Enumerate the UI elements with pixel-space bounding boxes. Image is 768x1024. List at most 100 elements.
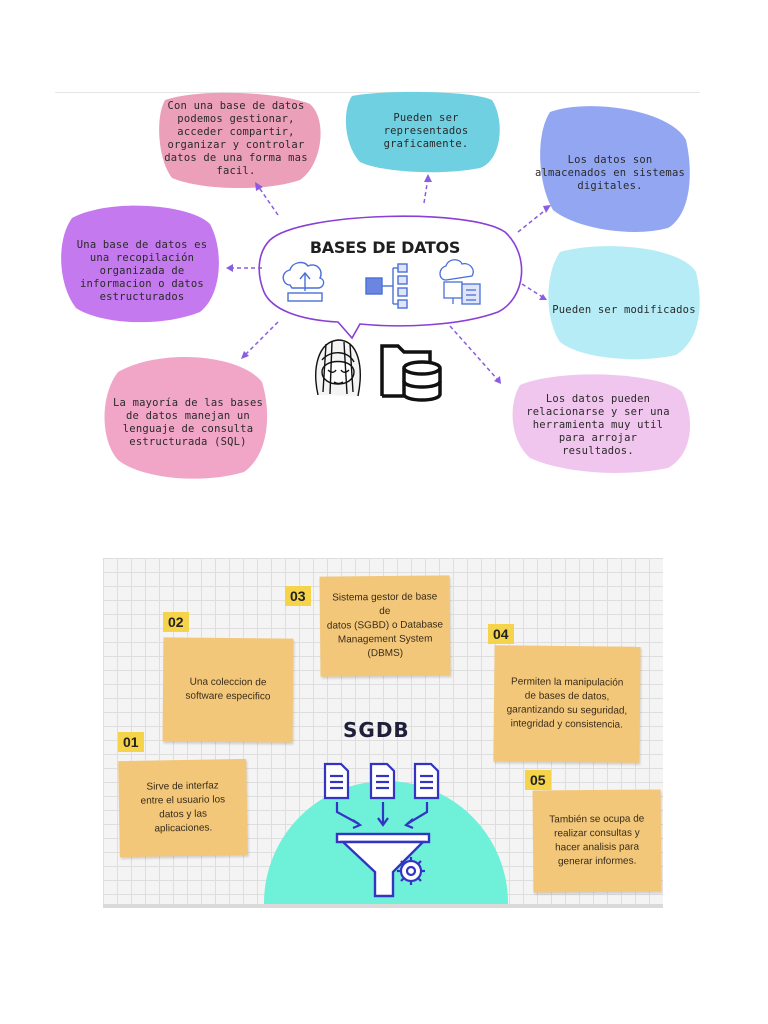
text-line: facil.	[216, 165, 256, 177]
text-line: También se ocupa de	[549, 813, 645, 826]
text-line: Permiten la manipulación	[511, 676, 624, 689]
funnel-icon	[335, 832, 431, 898]
arrow-to-relacionarse	[449, 325, 499, 381]
arrowhead-sql	[241, 351, 249, 359]
text-line: herramienta muy util	[532, 418, 664, 431]
badge-05: 05	[525, 770, 551, 790]
blob-shape-almacenados	[540, 106, 690, 232]
arrow-to-gestionar	[257, 185, 279, 216]
arrowhead-gestionar	[255, 182, 263, 191]
badge-01: 01	[118, 732, 144, 752]
text-line: Sistema gestor de base de	[332, 591, 438, 618]
text-line: estructurada (SQL)	[129, 436, 247, 448]
document-icon	[323, 762, 350, 800]
text-line: datos de una forma mas	[164, 152, 308, 164]
text-line: almacenados en sistemas	[535, 166, 685, 179]
text-line: una recopilación	[89, 251, 195, 264]
text-block: Pueden ser modificados	[552, 304, 695, 317]
cloud-server-icon	[439, 259, 481, 305]
text-line: organizar y controlar	[167, 139, 305, 151]
text-line: garantizando su seguridad,	[506, 704, 628, 717]
text-line: representados	[383, 124, 469, 137]
text-line: de datos manejan un	[126, 410, 250, 422]
text-line: podemos gestionar,	[177, 113, 295, 125]
arrowhead-relacionarse	[494, 376, 501, 384]
text-line: generar informes.	[557, 855, 637, 868]
blob-shape-recopilacion	[61, 205, 219, 323]
text-line: realizar consultas y	[554, 827, 640, 840]
arrow-to-graficamente	[423, 177, 429, 204]
sgdb-title: SGDB	[343, 718, 410, 742]
text-line: Con una base de datos	[167, 100, 305, 112]
blob-shape-graficamente	[345, 91, 500, 173]
text-line: Pueden ser	[393, 111, 459, 124]
gear-icon	[397, 857, 425, 885]
blob-shape-modificados	[548, 246, 700, 360]
document-icon	[369, 762, 396, 800]
bottom-strip	[103, 904, 663, 908]
arrowhead-recopilacion	[226, 264, 233, 272]
text-line: Pueden ser modificados	[552, 303, 696, 316]
blob-modificados: Pueden ser modificados	[548, 300, 700, 320]
database-network-icon	[365, 263, 408, 309]
text-line: datos (SGBD) o Database	[326, 619, 444, 632]
text-line: software especifico	[185, 690, 271, 703]
text-line: Los datos son	[567, 153, 653, 166]
text-line: digitales.	[577, 179, 643, 192]
text-line: lenguaje de consulta	[122, 423, 254, 435]
central-speech-bubble	[258, 215, 523, 340]
arrowhead-graficamente	[424, 174, 432, 182]
arrow-to-sql	[243, 321, 279, 357]
text-line: informacion o datos	[80, 277, 204, 290]
girl-face-icon	[315, 339, 361, 397]
arrowhead-almacenados	[543, 205, 551, 213]
blob-shape-sql	[104, 357, 268, 479]
blob-shape-gestionar	[159, 92, 321, 189]
top-divider	[55, 92, 700, 93]
text-line: para arrojar	[558, 431, 638, 444]
text-line: integridad y consistencia.	[510, 718, 623, 731]
document-icon	[413, 762, 440, 800]
arrow-to-modificados	[521, 283, 545, 299]
text-line: estructurados	[99, 290, 185, 303]
text-line: Management System	[337, 633, 433, 646]
text-line: La mayoría de las bases	[113, 397, 263, 409]
text-line: graficamente.	[383, 137, 469, 150]
arrow-to-almacenados	[517, 207, 549, 233]
blob-shape-relacionarse	[512, 374, 691, 473]
center-title: BASES DE DATOS	[309, 238, 461, 257]
text-line: (DBMS)	[367, 647, 404, 660]
folder-database-icon	[380, 344, 442, 402]
text-line: Una coleccion de	[189, 676, 267, 689]
text-line: relacionarse y ser una	[526, 405, 670, 418]
badge-03: 03	[285, 586, 311, 606]
text-line: aplicaciones.	[154, 822, 213, 835]
arrowhead-modificados	[539, 294, 547, 300]
funnel-arrows	[335, 802, 429, 830]
badge-04: 04	[488, 624, 514, 644]
mind-map-graphics	[61, 91, 700, 479]
